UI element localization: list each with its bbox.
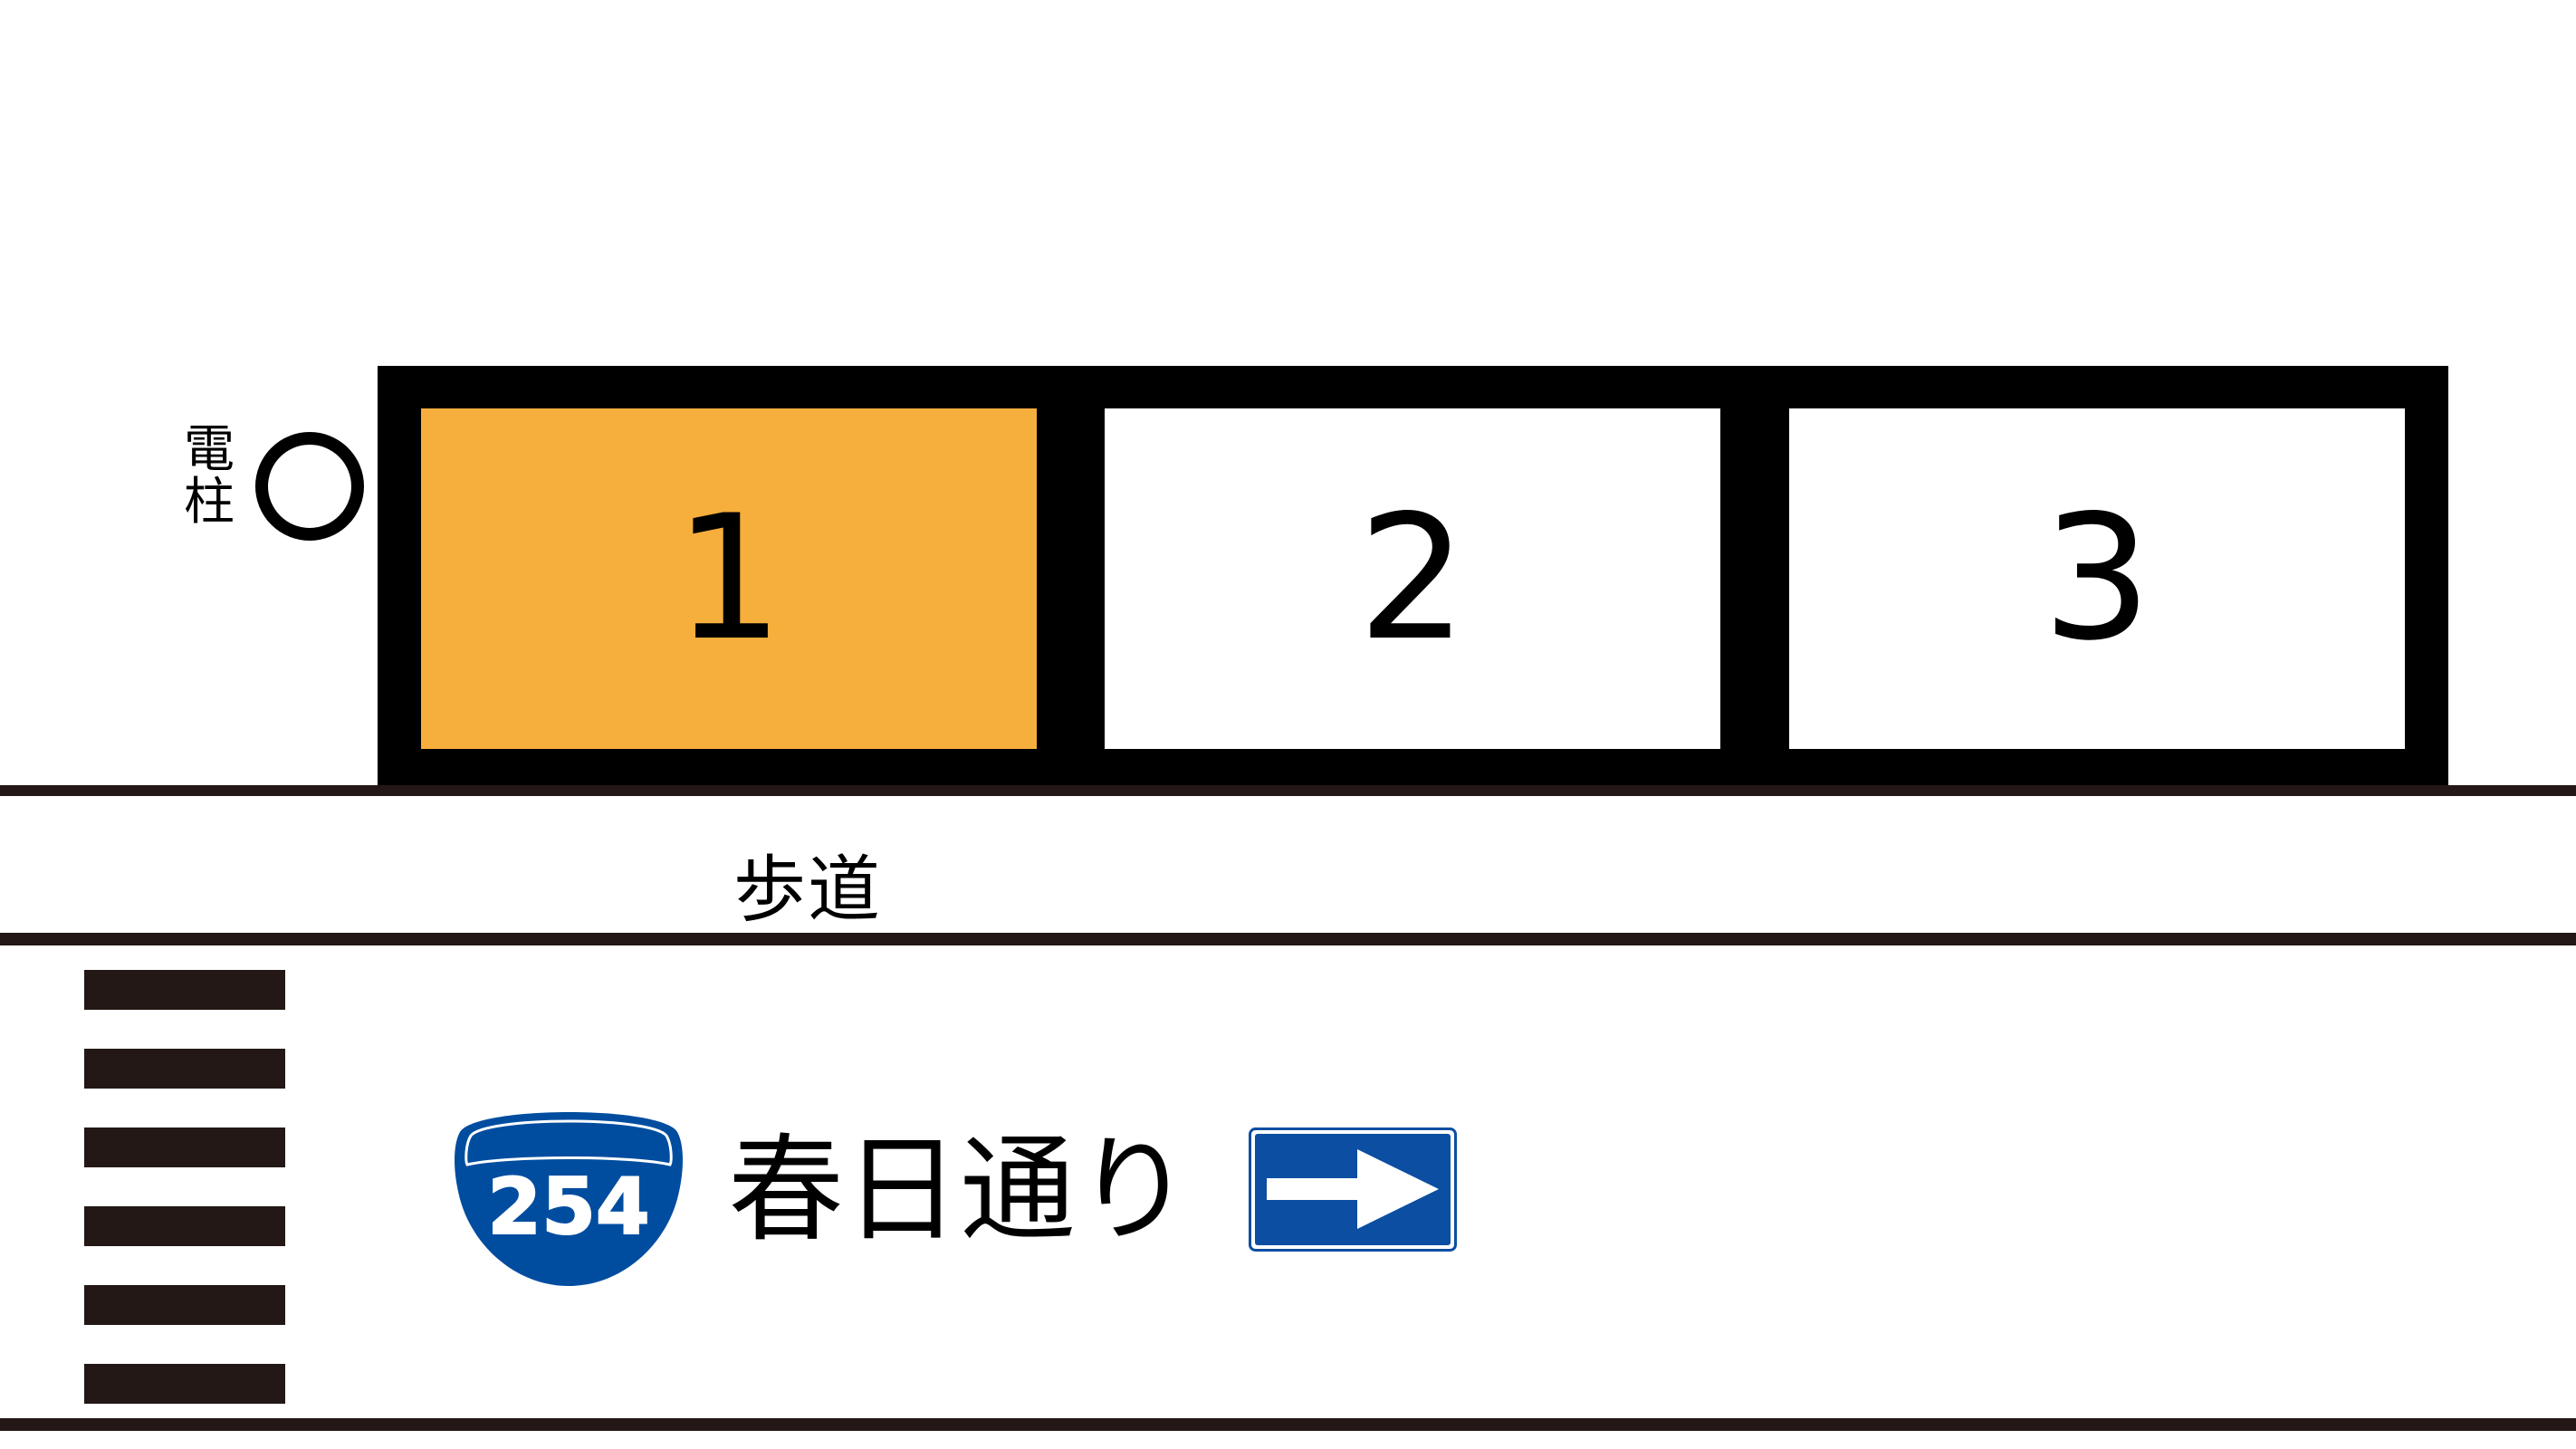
parking-space-1[interactable]: 1: [421, 408, 1037, 749]
sidewalk-label: 歩道: [733, 848, 882, 932]
street-name: 春日通り: [728, 1123, 1192, 1258]
crosswalk-stripe: [84, 1206, 285, 1246]
parking-space-number: 1: [674, 478, 784, 678]
route-shield-icon: 254: [455, 1112, 683, 1286]
arrow-right-icon: [1267, 1149, 1439, 1229]
utility-pole-label: 電柱: [184, 420, 235, 532]
utility-pole-icon: [255, 432, 364, 541]
one-way-sign: [1249, 1128, 1457, 1252]
parking-space-number: 2: [1357, 478, 1468, 678]
crosswalk-stripe: [84, 1285, 285, 1325]
curb-line: [0, 933, 2576, 945]
route-number: 254: [487, 1162, 650, 1252]
parking-space-3[interactable]: 3: [1789, 408, 2405, 749]
parking-space-2[interactable]: 2: [1105, 408, 1720, 749]
crosswalk-stripe: [84, 970, 285, 1010]
road-bottom-line: [0, 1418, 2576, 1431]
sidewalk-top-line: [0, 785, 2576, 796]
crosswalk-stripe: [84, 1128, 285, 1167]
crosswalk-stripe: [84, 1364, 285, 1404]
crosswalk-stripe: [84, 1049, 285, 1089]
parking-space-number: 3: [2042, 478, 2152, 678]
